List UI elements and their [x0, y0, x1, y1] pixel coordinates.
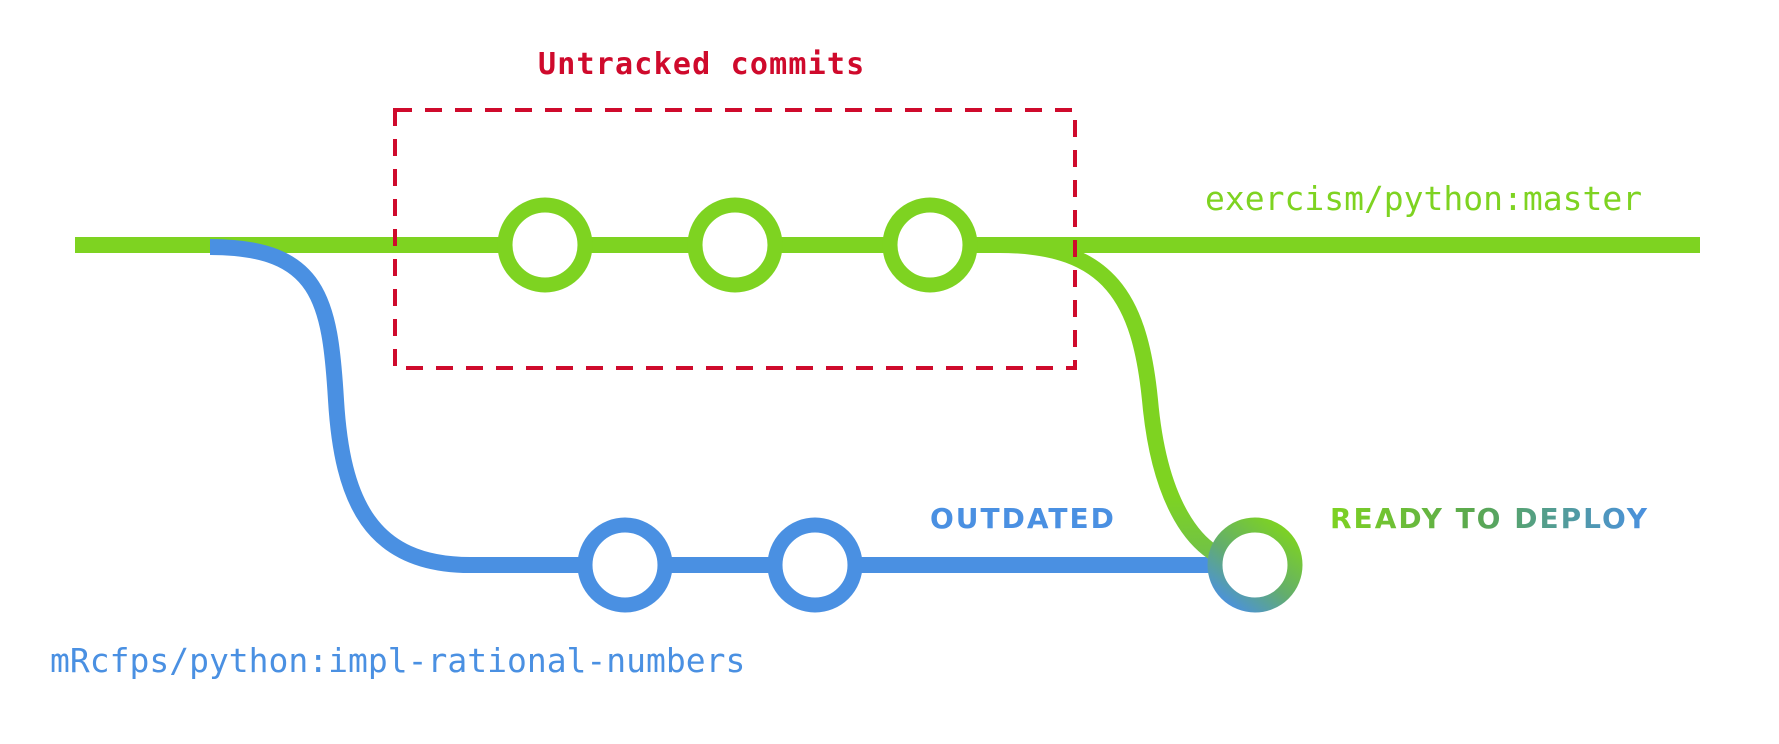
commit-node-master-2[interactable] — [687, 197, 783, 293]
feature-branch-label: mRcfps/python:impl-rational-numbers — [50, 641, 746, 680]
untracked-commits-label: Untracked commits — [538, 47, 866, 82]
ready-to-deploy-status-label: READY TO DEPLOY — [1330, 502, 1650, 535]
commit-node-merge[interactable] — [1207, 517, 1303, 613]
commit-node-master-1[interactable] — [497, 197, 593, 293]
commit-node-feature-2[interactable] — [767, 517, 863, 613]
untracked-commits-box — [393, 108, 1077, 370]
commit-node-master-3[interactable] — [882, 197, 978, 293]
commit-node-feature-1[interactable] — [577, 517, 673, 613]
outdated-status-label: OUTDATED — [930, 502, 1116, 535]
master-branch-label: exercism/python:master — [1205, 179, 1643, 218]
feature-branch-line — [209, 239, 1255, 573]
merge-curve-line — [999, 237, 1256, 573]
